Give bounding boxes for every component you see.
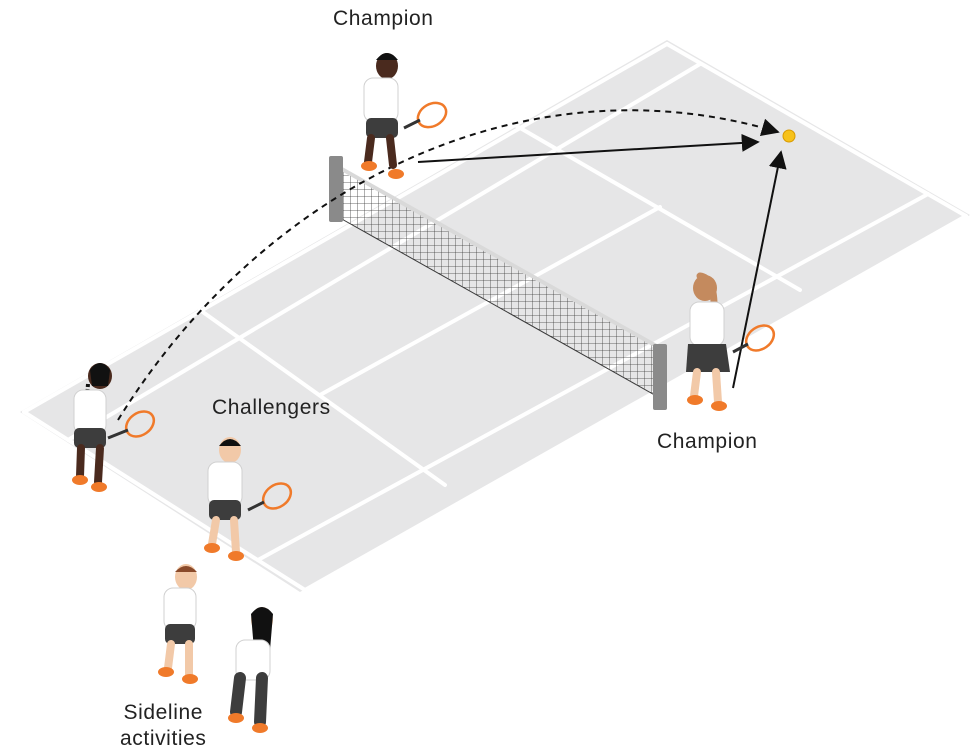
net-post-right xyxy=(653,344,667,410)
net-post-left xyxy=(329,156,343,222)
label-challengers: Challengers xyxy=(212,396,331,419)
label-sideline-line1: Sideline xyxy=(123,701,204,724)
player-challenger-waiting xyxy=(204,437,293,561)
racket-icon xyxy=(261,482,293,510)
label-sideline-line2: activities xyxy=(120,727,207,750)
shot-arrow-top-champion xyxy=(417,133,760,163)
player-challenger-hitting xyxy=(72,363,156,492)
player-champion-top xyxy=(361,53,448,179)
tennis-ball xyxy=(782,129,796,143)
tennis-net xyxy=(329,156,667,410)
tennis-court xyxy=(20,40,970,592)
player-sideline-girl xyxy=(228,607,273,733)
player-sideline-boy xyxy=(158,564,198,684)
racket-icon xyxy=(124,410,156,438)
player-champion-right xyxy=(686,272,776,411)
racket-icon xyxy=(744,324,776,352)
label-champion-right: Champion xyxy=(657,430,758,453)
lob-arrow-dashed xyxy=(117,109,780,421)
label-sideline-activities: Sideline activities xyxy=(120,700,207,752)
label-champion-top: Champion xyxy=(333,7,434,30)
racket-icon xyxy=(416,101,448,129)
